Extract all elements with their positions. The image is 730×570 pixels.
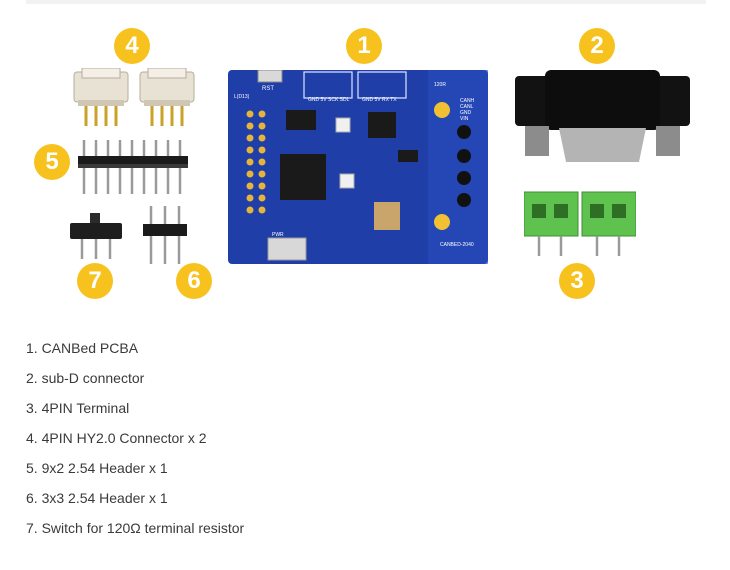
hy2-connector-image [73, 68, 129, 126]
hy2-connector-image [139, 68, 195, 126]
label-120r: 120R [434, 82, 446, 88]
parts-list: 1. CANBed PCBA 2. sub-D connector 3. 4PI… [26, 340, 244, 550]
list-item: 4. 4PIN HY2.0 Connector x 2 [26, 430, 207, 446]
badge-7: 7 [77, 263, 113, 299]
header-3x3-image [143, 206, 187, 264]
label-model: CANBED-2040 [440, 242, 474, 248]
list-item: 2. sub-D connector [26, 370, 145, 386]
sub-d-connector-image [515, 70, 690, 162]
list-item: 5. 9x2 2.54 Header x 1 [26, 460, 168, 476]
badge-1: 1 [346, 28, 382, 64]
label-canl: CANL [460, 104, 474, 110]
list-item: 1. CANBed PCBA [26, 340, 139, 356]
list-item: 3. 4PIN Terminal [26, 400, 130, 416]
label-led: L(D13) [234, 94, 250, 100]
list-item: 6. 3x3 2.54 Header x 1 [26, 490, 168, 506]
label-canh: CANH [460, 98, 475, 104]
label-pwr: PWR [272, 232, 284, 238]
top-divider [26, 0, 706, 4]
label-top-header2: GND 5V RX TX [362, 97, 397, 103]
terminal-block-image [524, 191, 636, 256]
label-gnd: GND [460, 110, 472, 116]
list-item: 7. Switch for 120Ω terminal resistor [26, 520, 245, 536]
label-rst: RST [262, 86, 274, 92]
badge-2: 2 [579, 28, 615, 64]
slide-switch-image [70, 213, 122, 259]
header-9x2-image [78, 140, 188, 194]
label-top-header: GND 5V SCK SDL [308, 97, 350, 103]
badge-6: 6 [176, 263, 212, 299]
badge-5: 5 [34, 144, 70, 180]
badge-4: 4 [114, 28, 150, 64]
badge-3: 3 [559, 263, 595, 299]
canbed-pcba-image: GND 5V SCK SDL GND 5V RX TX RST L(D13) P… [228, 70, 488, 264]
label-vin: VIN [460, 116, 469, 122]
